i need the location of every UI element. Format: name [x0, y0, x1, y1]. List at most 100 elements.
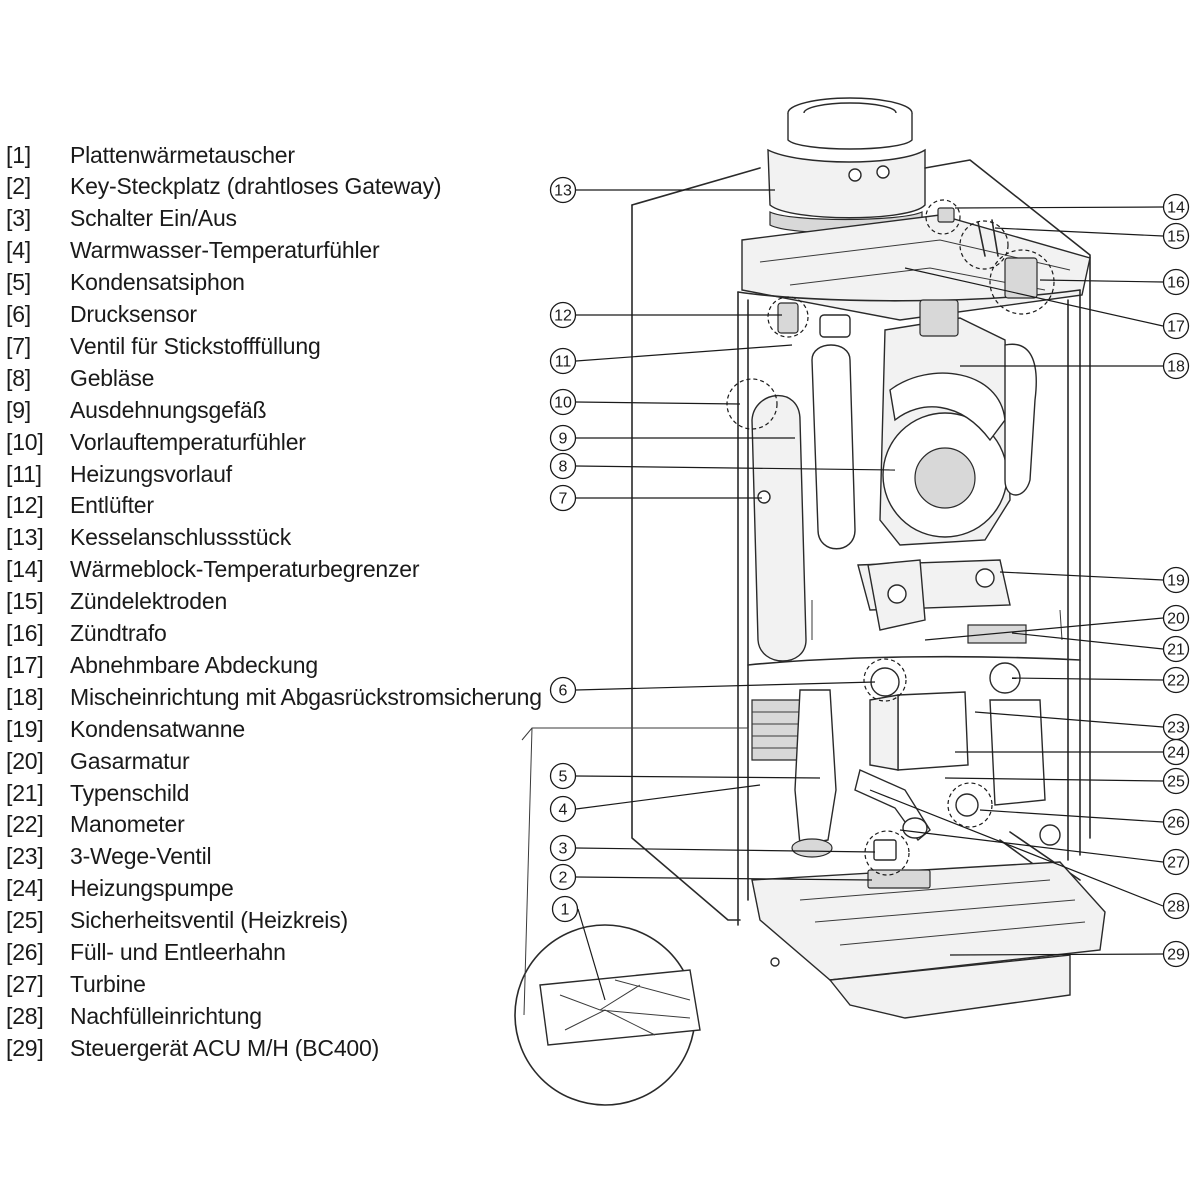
callout-leaders — [575, 189, 1164, 1001]
legend-number: [15] — [6, 588, 44, 615]
legend-number: [21] — [6, 779, 44, 806]
callout-number: 9 — [559, 431, 568, 448]
legend-item: [29]Steuergerät ACU M/H (BC400) — [6, 1033, 379, 1063]
legend-number: [28] — [6, 1002, 44, 1029]
legend-item: [6]Drucksensor — [6, 300, 197, 330]
callout-leader-21 — [1011, 632, 1164, 650]
callout-circle — [549, 452, 577, 480]
callout-circle — [1162, 352, 1190, 380]
legend-number: [26] — [6, 939, 44, 965]
callout-number: 20 — [1167, 611, 1185, 628]
callout-leader-2 — [575, 876, 873, 881]
callout-number: 10 — [554, 395, 572, 412]
control-unit-ribs — [799, 879, 1086, 946]
legend-label: Zündelektroden — [70, 588, 228, 615]
legend-number: [4] — [6, 237, 31, 264]
callout-18: 18 — [1162, 352, 1190, 380]
refill-handle — [902, 817, 928, 839]
legend-item: [19]Kondensatwanne — [6, 714, 245, 744]
callout-15: 15 — [1162, 222, 1190, 250]
callout-number: 28 — [1167, 899, 1185, 916]
front-frame-verticals — [737, 289, 1081, 926]
nitrogen-valve — [757, 490, 771, 504]
legend-label: Füll- und Entleerhahn — [70, 939, 286, 965]
cabinet-left-edge — [631, 204, 741, 921]
legend-label: Plattenwärmetauscher — [70, 141, 295, 168]
plate-heat-exchanger-ribs — [752, 711, 825, 749]
callout-26: 26 — [1162, 808, 1190, 836]
callout-circle — [549, 484, 577, 512]
legend-number: [18] — [6, 683, 44, 710]
callout-leader-6 — [575, 681, 876, 691]
callout-circle — [1162, 604, 1190, 632]
detail-26 — [947, 782, 993, 828]
callout-number: 13 — [554, 183, 572, 200]
callout-13: 13 — [549, 176, 577, 204]
callout-8: 8 — [549, 452, 577, 480]
callout-leader-5 — [575, 775, 821, 779]
callout-3: 3 — [549, 834, 577, 862]
callout-circle — [549, 388, 577, 416]
callout-circle — [1162, 738, 1190, 766]
flow-pipe — [811, 344, 856, 550]
callout-leader-4 — [575, 784, 761, 810]
callout-29: 29 — [1162, 940, 1190, 968]
callout-circle — [1162, 193, 1190, 221]
legend-number: [1] — [6, 141, 31, 168]
callout-10: 10 — [549, 388, 577, 416]
callout-number: 11 — [555, 354, 572, 371]
callout-25: 25 — [1162, 767, 1190, 795]
legend-number: [17] — [6, 651, 44, 678]
callout-28: 28 — [1162, 892, 1190, 920]
legend-number: [11] — [6, 460, 42, 487]
callout-circle — [1162, 892, 1190, 920]
callout-leader-23 — [974, 711, 1164, 728]
callout-1: 1 — [551, 895, 579, 923]
legend-item: [26] Füll- und Entleerhahn — [6, 938, 286, 968]
legend-number: [7] — [6, 332, 31, 359]
callout-number: 29 — [1167, 947, 1185, 964]
legend-number: [25] — [6, 907, 44, 934]
legend-label: Heizungsvorlauf — [70, 460, 232, 487]
callout-number: 26 — [1167, 815, 1185, 832]
callout-19: 19 — [1162, 566, 1190, 594]
legend-label: Ausdehnungsgefäß — [70, 396, 267, 423]
callout-circle — [549, 834, 577, 862]
callout-leader-20 — [924, 617, 1164, 641]
callout-leader-14 — [954, 206, 1164, 209]
tray-fitting — [975, 568, 995, 588]
legend-item: [24]Heizungspumpe — [6, 874, 234, 904]
plate-detail-plate — [539, 969, 701, 1046]
legend-number: [29] — [6, 1034, 44, 1061]
legend-number: [8] — [6, 364, 31, 391]
flue-collar — [787, 113, 913, 150]
legend-number: [27] — [6, 970, 44, 997]
callout-leader-29 — [949, 953, 1164, 956]
legend-item: [17]Abnehmbare Abdeckung — [6, 650, 318, 680]
legend-label: Key-Steckplatz (drahtloses Gateway) — [70, 173, 442, 200]
detail-3 — [864, 830, 910, 876]
boiler-drawing — [514, 97, 1106, 1106]
callout-number: 21 — [1167, 642, 1185, 659]
callout-circle — [549, 176, 577, 204]
callout-circle — [549, 762, 577, 790]
expansion-vessel — [751, 394, 807, 662]
callout-number: 22 — [1167, 673, 1185, 690]
callout-leader-3 — [575, 847, 876, 853]
callout-number: 5 — [559, 769, 568, 786]
callout-number: 2 — [559, 870, 568, 887]
callout-leader-11 — [575, 344, 793, 362]
legend-label: 3-Wege-Ventil — [70, 843, 212, 870]
legend-item: [21] Typenschild — [6, 778, 189, 808]
callout-17: 17 — [1162, 312, 1190, 340]
legend-label: Heizungspumpe — [70, 875, 234, 902]
pressure-sensor — [870, 667, 900, 697]
frame-inner-lines — [747, 299, 1069, 901]
callout-number: 16 — [1167, 275, 1185, 292]
legend-label: Typenschild — [70, 779, 190, 806]
callout-leader-16 — [1039, 279, 1164, 283]
legend-item: [15] Zündelektroden — [6, 587, 227, 617]
plate-detail-pattern — [559, 979, 691, 1036]
legend-item: [16]Zündtrafo — [6, 619, 167, 649]
legend-number: [6] — [6, 301, 31, 327]
